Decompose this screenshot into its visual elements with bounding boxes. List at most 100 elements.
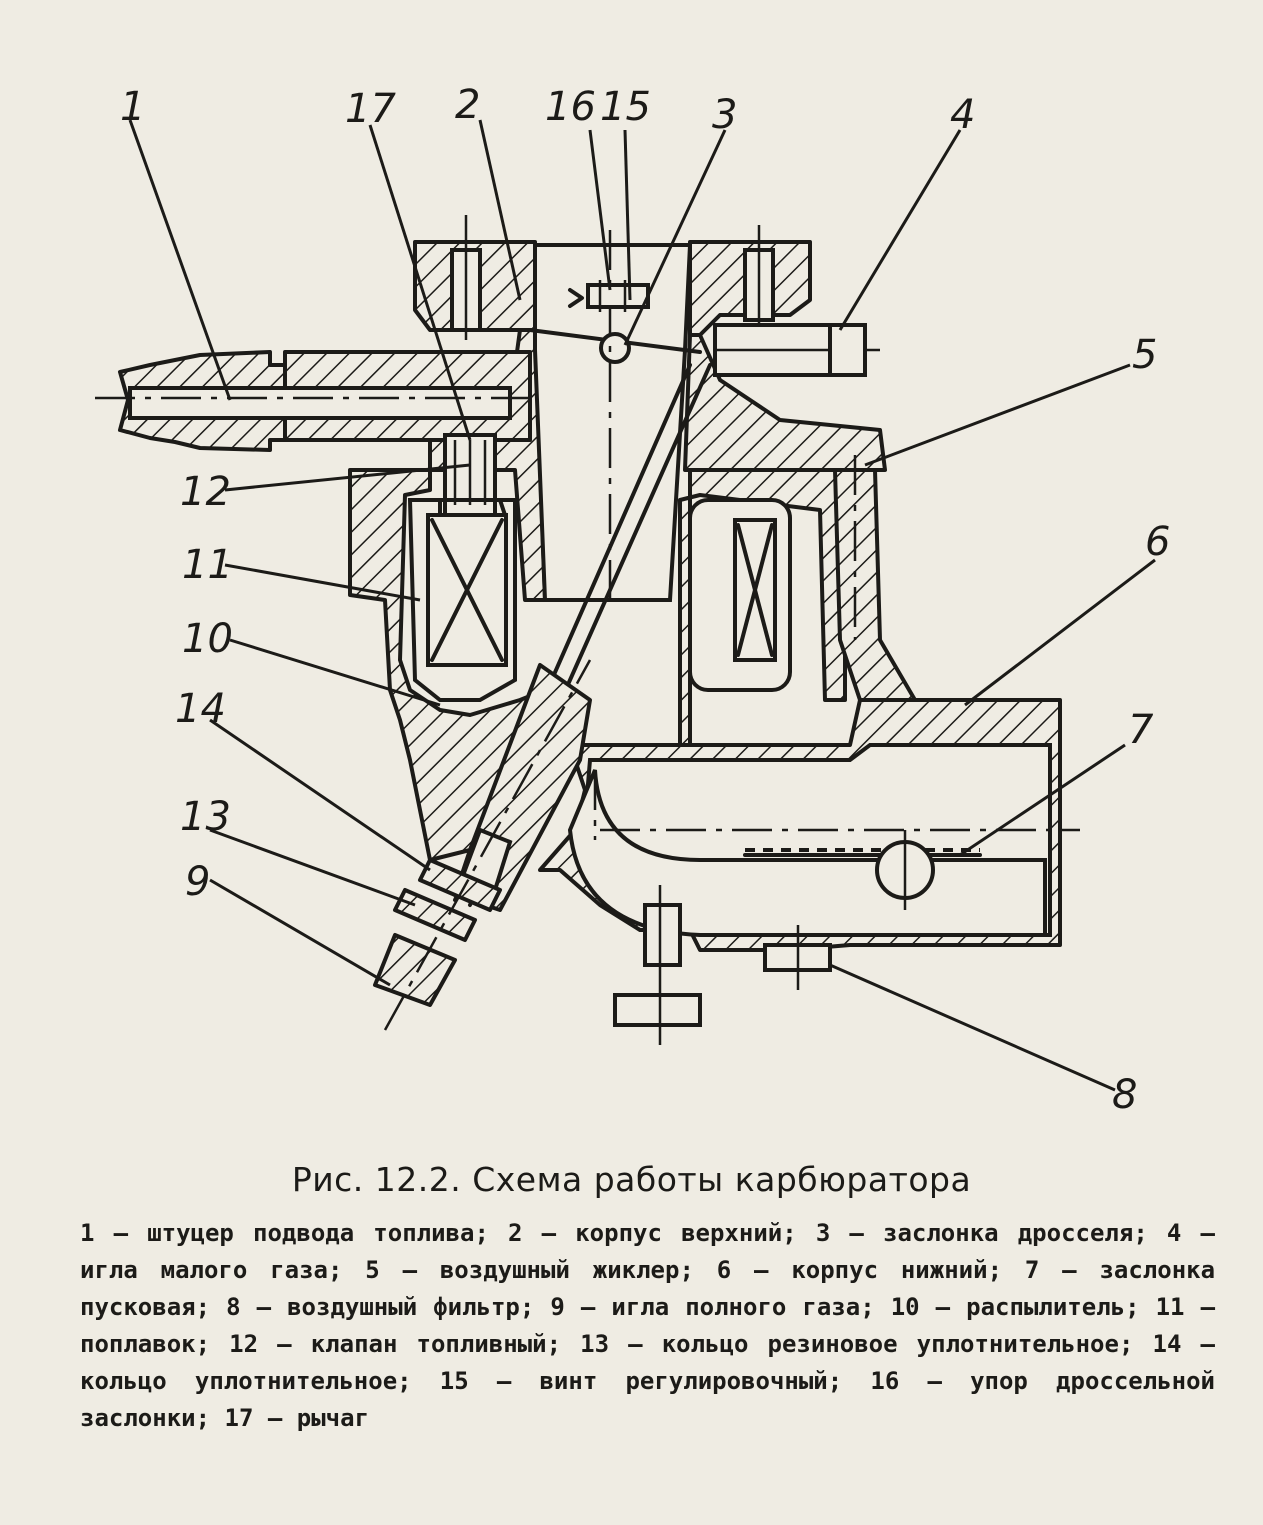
legend-separator: ; <box>195 1293 211 1321</box>
legend-separator: ; <box>782 1219 797 1247</box>
legend-separator: ; <box>519 1293 535 1321</box>
callout-1: 1 <box>120 84 145 130</box>
legend-separator: ; <box>1133 1219 1148 1247</box>
legend-dash: — <box>754 1256 792 1284</box>
legend-separator: ; <box>827 1367 843 1395</box>
legend-item-16: 16 — упор дроссельной заслонки; <box>80 1367 1215 1432</box>
callout-5: 5 <box>1132 332 1157 378</box>
legend-item-7: 7 — заслонка пусковая; <box>80 1256 1215 1321</box>
legend-text: кольцо резиновое уплотнительное <box>661 1330 1119 1358</box>
legend-number: 10 <box>890 1293 920 1321</box>
legend-separator: ; <box>195 1330 211 1358</box>
legend-number: 4 <box>1166 1219 1182 1247</box>
legend-separator: ; <box>679 1256 694 1284</box>
callout-13: 13 <box>180 794 231 840</box>
callout-17: 17 <box>345 86 396 132</box>
fuel-valve <box>438 433 507 517</box>
legend-number: 1 <box>80 1219 95 1247</box>
legend-item-2: 2 — корпус верхний; <box>508 1219 797 1247</box>
main-jet-assembly <box>373 659 592 1031</box>
legend-text: упор дроссельной заслонки <box>80 1367 1215 1432</box>
legend-number: 2 <box>508 1219 523 1247</box>
legend-text: винт регулировочный <box>539 1367 828 1395</box>
legend-text: кольцо уплотнительное <box>80 1367 398 1395</box>
legend-dash: — <box>402 1256 440 1284</box>
legend-item-14: 14 — кольцо уплотнительное; <box>80 1330 1215 1395</box>
legend-dash: — <box>935 1293 967 1321</box>
legend-text: игла малого газа <box>80 1256 328 1284</box>
legend-dash: — <box>849 1219 883 1247</box>
legend-number: 5 <box>365 1256 380 1284</box>
legend-text: игла полного газа <box>611 1293 861 1321</box>
legend-dash: — <box>1200 1219 1215 1247</box>
legend-text: поплавок <box>80 1330 196 1358</box>
legend-separator: ; <box>987 1256 1003 1284</box>
callout-7: 7 <box>1128 707 1154 753</box>
legend-text: корпус верхний <box>575 1219 783 1247</box>
legend-item-15: 15 — винт регулировочный; <box>440 1367 842 1395</box>
legend-text: рычаг <box>296 1404 370 1432</box>
legend-dash: — <box>1200 1330 1215 1358</box>
legend-number: 8 <box>226 1293 241 1321</box>
carburetor-diagram: 1 2 3 4 5 6 7 8 9 10 11 12 13 14 15 16 1… <box>95 82 1170 1118</box>
legend-separator: ; <box>860 1293 875 1321</box>
legend-dash: — <box>267 1404 297 1432</box>
legend-text: распылитель <box>966 1293 1126 1321</box>
callout-numbers: 1 2 3 4 5 6 7 8 9 10 11 12 13 14 15 16 1… <box>120 82 1170 1118</box>
legend-item-3: 3 — заслонка дросселя; <box>816 1219 1148 1247</box>
legend-number: 14 <box>1152 1330 1182 1358</box>
legend-number: 3 <box>815 1219 831 1247</box>
legend-item-6: 6 — корпус нижний; <box>717 1256 1002 1284</box>
legend-separator: ; <box>1118 1330 1134 1358</box>
callout-11: 11 <box>182 542 233 588</box>
legend-dash: — <box>1062 1256 1100 1284</box>
legend-number: 15 <box>439 1367 469 1395</box>
legend-dash: — <box>927 1367 971 1395</box>
legend-item-1: 1 — штуцер подвода топлива; <box>80 1219 489 1247</box>
legend-text: воздушный жиклер <box>439 1256 680 1284</box>
leader-lines <box>128 119 1156 1092</box>
legend-item-11: 11 — поплавок; <box>80 1293 1215 1358</box>
legend-separator: ; <box>397 1367 412 1395</box>
legend-number: 6 <box>716 1256 732 1284</box>
fuel-inlet-fitting <box>95 350 540 452</box>
legend-dash: — <box>541 1219 576 1247</box>
legend-number: 16 <box>870 1367 900 1395</box>
callout-4: 4 <box>950 92 975 138</box>
callout-15: 15 <box>600 84 651 130</box>
legend-item-12: 12 — клапан топливный; <box>229 1330 561 1358</box>
legend-item-9: 9 — игла полного газа; <box>550 1293 874 1321</box>
legend-separator: ; <box>546 1330 562 1358</box>
legend-dash: — <box>496 1367 540 1395</box>
legend-number: 17 <box>224 1404 254 1432</box>
legend-text: заслонка дросселя <box>883 1219 1134 1247</box>
float <box>426 513 508 667</box>
callout-10: 10 <box>182 616 233 662</box>
legend-item-10: 10 — распылитель; <box>891 1293 1140 1321</box>
legend-item-8: 8 — воздушный фильтр; <box>226 1293 534 1321</box>
callout-12: 12 <box>180 469 231 515</box>
legend-separator: ; <box>1125 1293 1140 1321</box>
legend-separator: ; <box>327 1256 343 1284</box>
callout-2: 2 <box>455 82 480 128</box>
idle-needle <box>713 323 880 377</box>
callout-14: 14 <box>175 686 226 732</box>
callout-3: 3 <box>712 92 737 138</box>
callout-9: 9 <box>185 859 210 905</box>
legend-number: 12 <box>229 1330 259 1358</box>
legend-dash: — <box>256 1293 288 1321</box>
figure-legend: 1 — штуцер подвода топлива; 2 — корпус в… <box>80 1215 1215 1437</box>
legend-dash: — <box>1200 1293 1216 1321</box>
legend-number: 9 <box>550 1293 565 1321</box>
callout-16: 16 <box>545 84 596 130</box>
legend-separator: ; <box>474 1219 489 1247</box>
legend-text: штуцер подвода топлива <box>147 1219 475 1247</box>
legend-number: 11 <box>1155 1293 1185 1321</box>
legend-text: корпус нижний <box>791 1256 988 1284</box>
legend-item-17: 17 — рычаг <box>225 1404 370 1432</box>
legend-text: клапан топливный <box>310 1330 547 1358</box>
legend-item-5: 5 — воздушный жиклер; <box>365 1256 694 1284</box>
callout-8: 8 <box>1112 1072 1137 1118</box>
legend-number: 13 <box>580 1330 610 1358</box>
legend-text: воздушный фильтр <box>287 1293 520 1321</box>
